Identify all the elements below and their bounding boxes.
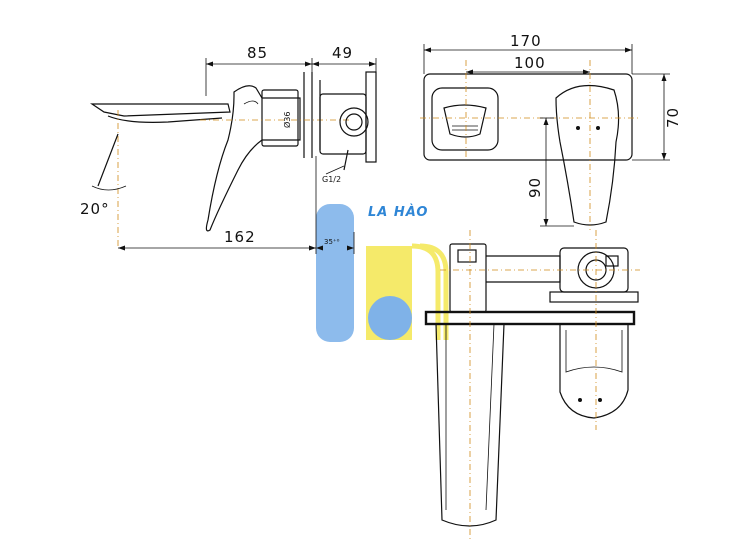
side-view: Ø36 G1/2 (90, 71, 377, 248)
watermark-text: LA HÀO (368, 204, 428, 220)
dim-162: 162 35⁺⁰ 20° (80, 156, 355, 254)
front-view (420, 60, 640, 230)
plan-view (424, 230, 640, 540)
dim-100: 100 (514, 54, 546, 72)
dim-49: 49 (332, 44, 353, 62)
logo-blue-bar (316, 204, 354, 342)
logo-yellow-stripes (411, 243, 449, 340)
dim-diameter: Ø36 (282, 112, 292, 128)
dim-162-label: 162 (224, 228, 256, 246)
logo-blue-circle (368, 296, 412, 340)
dim-85-49: 85 49 (205, 44, 377, 96)
dim-front: 170 100 70 90 (423, 32, 682, 227)
dim-90: 90 (526, 177, 544, 198)
dim-170: 170 (510, 32, 542, 50)
watermark-logo: LA HÀO (316, 204, 449, 342)
dim-70: 70 (664, 107, 682, 128)
dim-pipe-thread: G1/2 (322, 175, 341, 184)
dim-depth: 35⁺⁰ (324, 238, 340, 246)
dim-85: 85 (247, 44, 268, 62)
dim-angle: 20° (80, 200, 110, 218)
